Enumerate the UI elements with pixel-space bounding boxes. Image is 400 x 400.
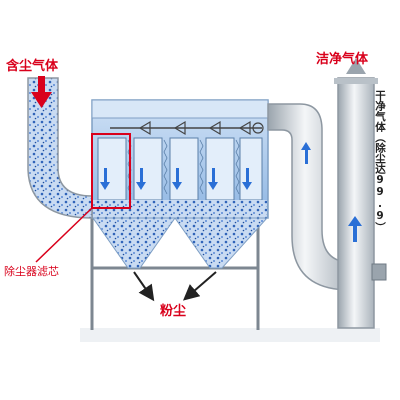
hoppers [92,217,269,269]
filter-bags [97,137,263,201]
filter-pointer-line [35,207,93,263]
dusty-gas-label: 含尘气体 [6,59,59,74]
dry-clean-gas-label: 干净气体（除尘达99.9） [374,90,386,233]
clean-air-plenum [91,99,269,119]
dusty-gas-inlet-arrow [31,76,52,108]
clean-gas-outlet-arrow [346,58,366,74]
dust-label: 粉尘 [160,304,187,319]
clean-gas-label: 洁净气体 [316,52,369,67]
fan-motor [371,263,387,281]
exhaust-stack [334,77,378,329]
filter-highlight-box [91,133,131,209]
support-frame [90,215,260,330]
dust-layer [93,200,267,218]
pulse-valves [138,120,264,136]
floor [80,328,380,342]
flow-arrows [100,142,362,242]
inlet-pipe [27,77,93,219]
filter-element-label: 除尘器滤芯 [4,265,59,278]
dust-discharge-arrows [133,271,217,302]
